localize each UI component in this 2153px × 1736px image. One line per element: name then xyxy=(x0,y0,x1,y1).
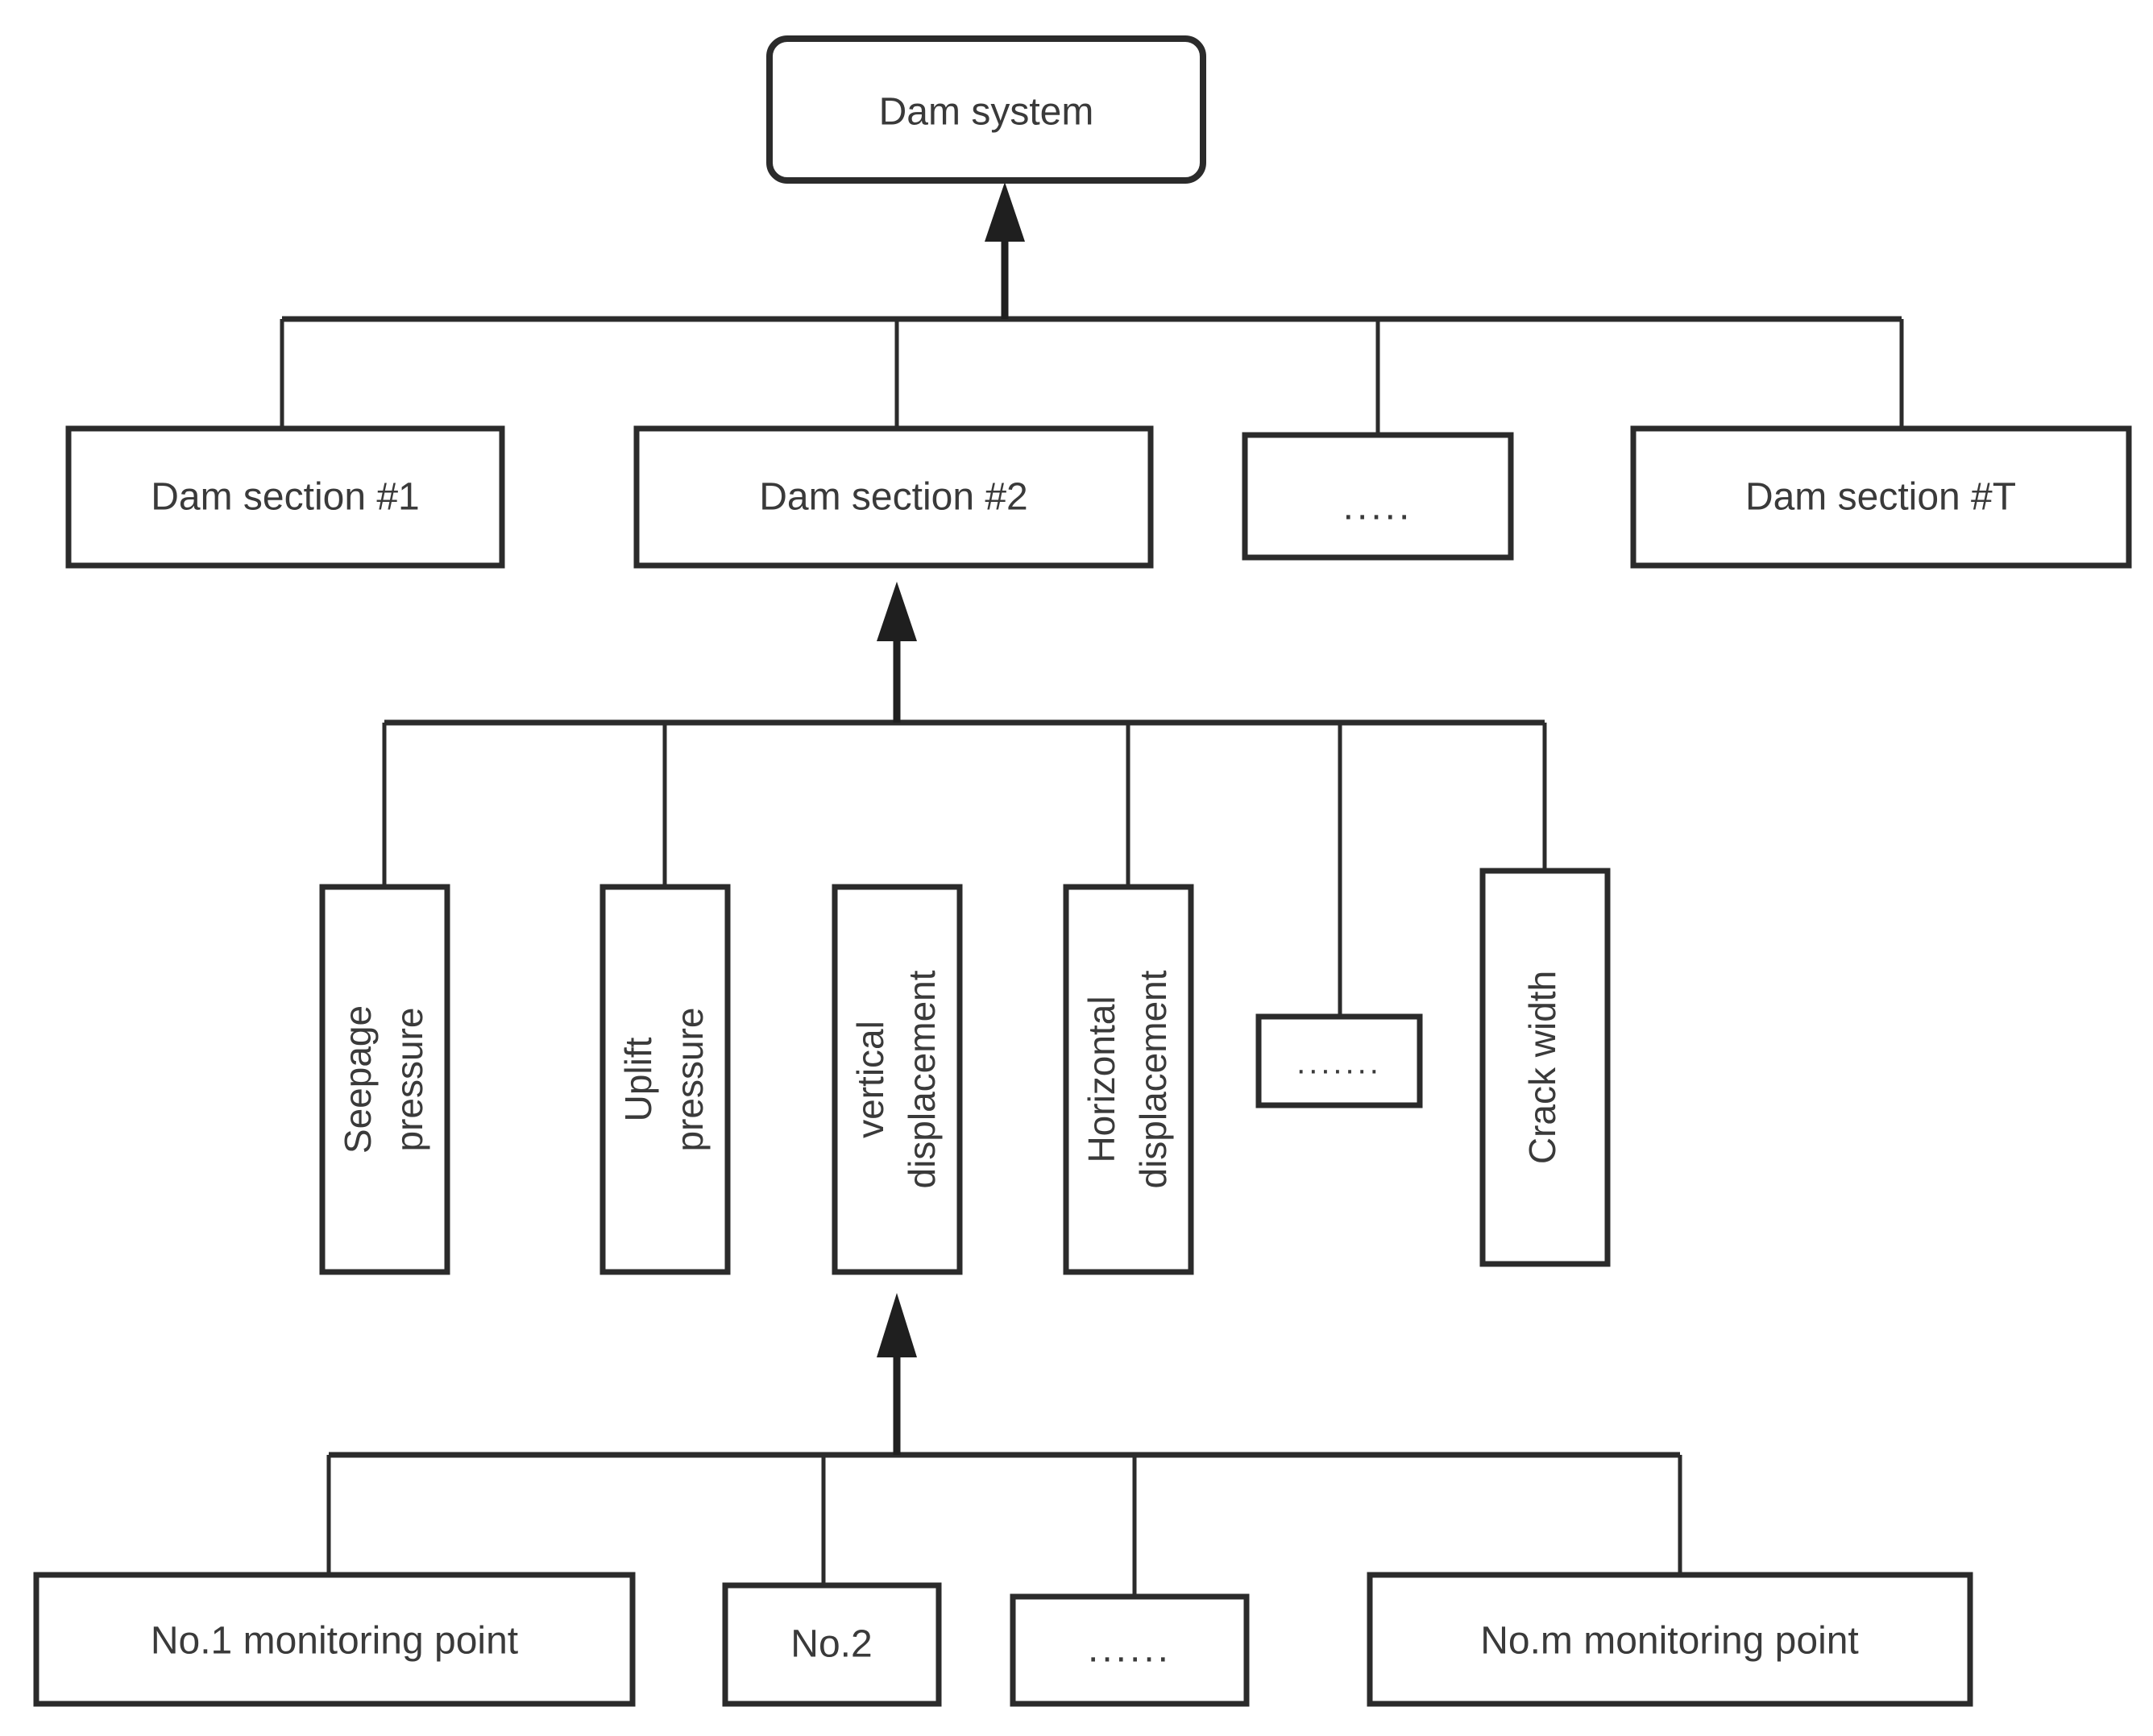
horizontal-displacement-label-line2: displacement xyxy=(1132,970,1174,1188)
point-ellipsis-box[interactable] xyxy=(1010,1593,1250,1707)
point-2-label: No.2 xyxy=(790,1623,872,1666)
node-seepage-pressure[interactable]: Seepage pressure xyxy=(319,884,450,1275)
node-point-1[interactable]: No.1 monitoring point xyxy=(33,1572,636,1707)
quantity-ellipsis-label: ....... xyxy=(1296,1046,1382,1081)
node-point-ellipsis[interactable]: ...... xyxy=(1010,1593,1250,1707)
node-point-m[interactable]: No.m monitoring point xyxy=(1367,1572,1973,1707)
dam-section-1-box[interactable] xyxy=(65,425,505,569)
node-point-2[interactable]: No.2 xyxy=(722,1582,942,1707)
dam-system-label: Dam system xyxy=(879,91,1094,134)
point-ellipsis-label: ...... xyxy=(1088,1628,1172,1671)
arrow-head-points-to-vertical-displacement xyxy=(877,1293,917,1357)
section-ellipsis-label: ..... xyxy=(1343,486,1413,528)
node-horizontal-displacement[interactable]: Horizontal displacement xyxy=(1063,884,1194,1275)
node-section-ellipsis[interactable]: ..... xyxy=(1242,432,1514,561)
point-1-label: No.1 monitoring point xyxy=(151,1620,518,1663)
point-m-label: No.m monitoring point xyxy=(1480,1620,1859,1663)
node-dam-section-T[interactable]: Dam section #T xyxy=(1630,425,2132,569)
dam-section-2-label: Dam section #2 xyxy=(759,476,1028,519)
uplift-pressure-box[interactable] xyxy=(599,884,731,1275)
dam-system-box[interactable] xyxy=(766,35,1206,184)
node-dam-section-1[interactable]: Dam section #1 xyxy=(65,425,505,569)
uplift-pressure-label-line2: pressure xyxy=(669,1008,711,1152)
node-quantity-ellipsis[interactable]: ....... xyxy=(1255,1013,1423,1108)
crack-width-label-line1: Crack width xyxy=(1521,971,1563,1164)
dam-section-T-box[interactable] xyxy=(1630,425,2132,569)
node-uplift-pressure[interactable]: Uplift pressure xyxy=(599,884,731,1275)
uplift-pressure-label-line1: Uplift xyxy=(617,1037,659,1121)
node-dam-section-2[interactable]: Dam section #2 xyxy=(633,425,1154,569)
section-ellipsis-box[interactable] xyxy=(1242,432,1514,561)
point-2-box[interactable] xyxy=(722,1582,942,1707)
point-1-box[interactable] xyxy=(33,1572,636,1707)
vertical-displacement-label-line1: vertical xyxy=(849,1021,891,1138)
horizontal-displacement-label-line1: Horizontal xyxy=(1081,996,1122,1162)
arrow-head-quantities-to-section2 xyxy=(877,582,917,641)
seepage-pressure-label-line1: Seepage xyxy=(337,1005,379,1154)
seepage-pressure-label-line2: pressure xyxy=(388,1008,430,1152)
dam-section-T-label: Dam section #T xyxy=(1745,476,2016,519)
vertical-displacement-label-line2: displacement xyxy=(901,970,943,1188)
seepage-pressure-box[interactable] xyxy=(319,884,450,1275)
quantity-ellipsis-box[interactable] xyxy=(1255,1013,1423,1108)
vertical-displacement-box[interactable] xyxy=(832,884,963,1275)
horizontal-displacement-box[interactable] xyxy=(1063,884,1194,1275)
dam-section-1-label: Dam section #1 xyxy=(151,476,420,519)
point-m-box[interactable] xyxy=(1367,1572,1973,1707)
node-vertical-displacement[interactable]: vertical displacement xyxy=(832,884,963,1275)
dam-section-2-box[interactable] xyxy=(633,425,1154,569)
node-crack-width[interactable]: Crack width xyxy=(1479,868,1611,1267)
arrow-head-sections-to-system xyxy=(985,182,1025,242)
node-dam-system[interactable]: Dam system xyxy=(766,35,1206,184)
crack-width-box[interactable] xyxy=(1479,868,1611,1267)
